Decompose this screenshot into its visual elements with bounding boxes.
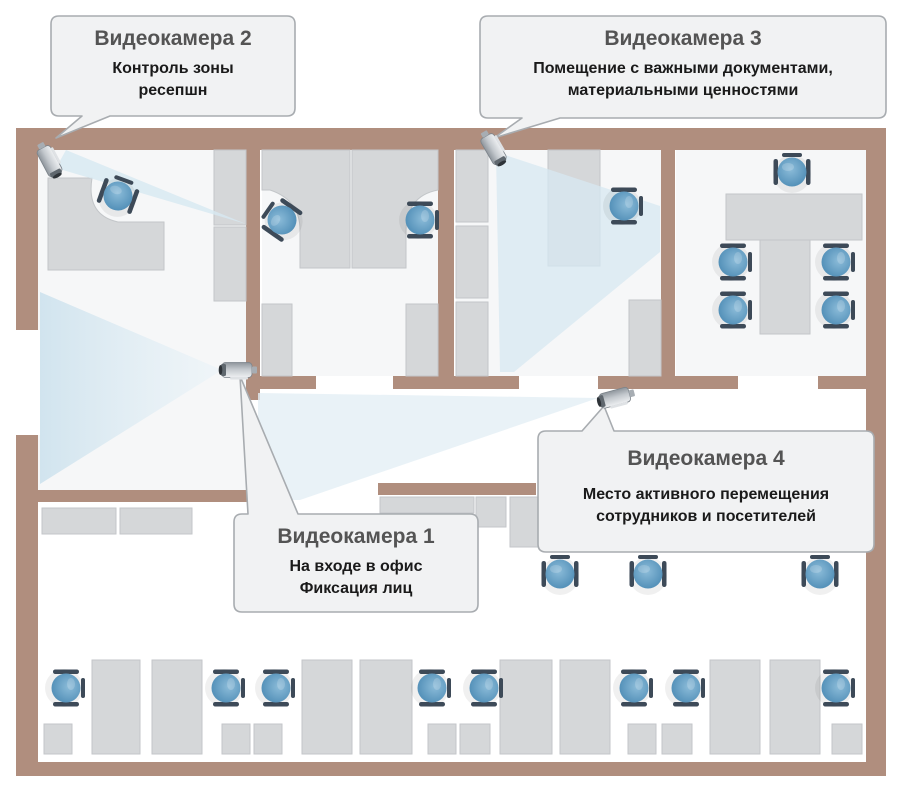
interior-walls	[38, 150, 866, 502]
cam2-callout-bubble	[50, 15, 296, 139]
cam2-callout: Видеокамера 2 Контроль зоны ресепшн	[51, 26, 295, 102]
cam1-callout-bubble	[233, 375, 479, 613]
furniture	[41, 149, 863, 755]
cam3-title: Видеокамера 3	[604, 27, 762, 50]
callout-bubbles	[50, 15, 887, 613]
cam1-callout: Видеокамера 1 На входе в офис Фиксация л…	[234, 524, 478, 600]
cam2-view-cone	[56, 150, 246, 224]
cam4-desc-line-1: Место активного перемещения	[582, 486, 830, 503]
cam3-desc-line-1: Помещение с важными документами,	[533, 60, 833, 77]
cam2-desc-line-1: Контроль зоны	[112, 60, 234, 77]
cam1-desc-line-2: Фиксация лиц	[299, 580, 413, 597]
cam4-callout-bubble	[537, 405, 875, 553]
cam3-desc-line-2: материальными ценностями	[567, 82, 799, 99]
cam3-callout: Видеокамера 3 Помещение с важными докуме…	[480, 26, 886, 102]
cam1-title: Видеокамера 1	[277, 525, 435, 548]
cam1-desc-line-1: На входе в офис	[289, 558, 423, 575]
cam4-callout: Видеокамера 4 Место активного перемещени…	[538, 446, 874, 528]
cam1-view-cone	[40, 292, 222, 484]
cam4-title: Видеокамера 4	[627, 447, 785, 470]
cam2-title: Видеокамера 2	[94, 27, 252, 50]
cctv-camera-icon	[218, 362, 258, 380]
cam4-desc-line-2: сотрудников и посетителей	[596, 508, 816, 525]
cam4-view-cone	[258, 393, 598, 500]
cam2-desc-line-2: ресепшн	[138, 82, 208, 99]
cam3-callout-bubble	[479, 15, 887, 139]
entrance-opening	[14, 330, 40, 435]
